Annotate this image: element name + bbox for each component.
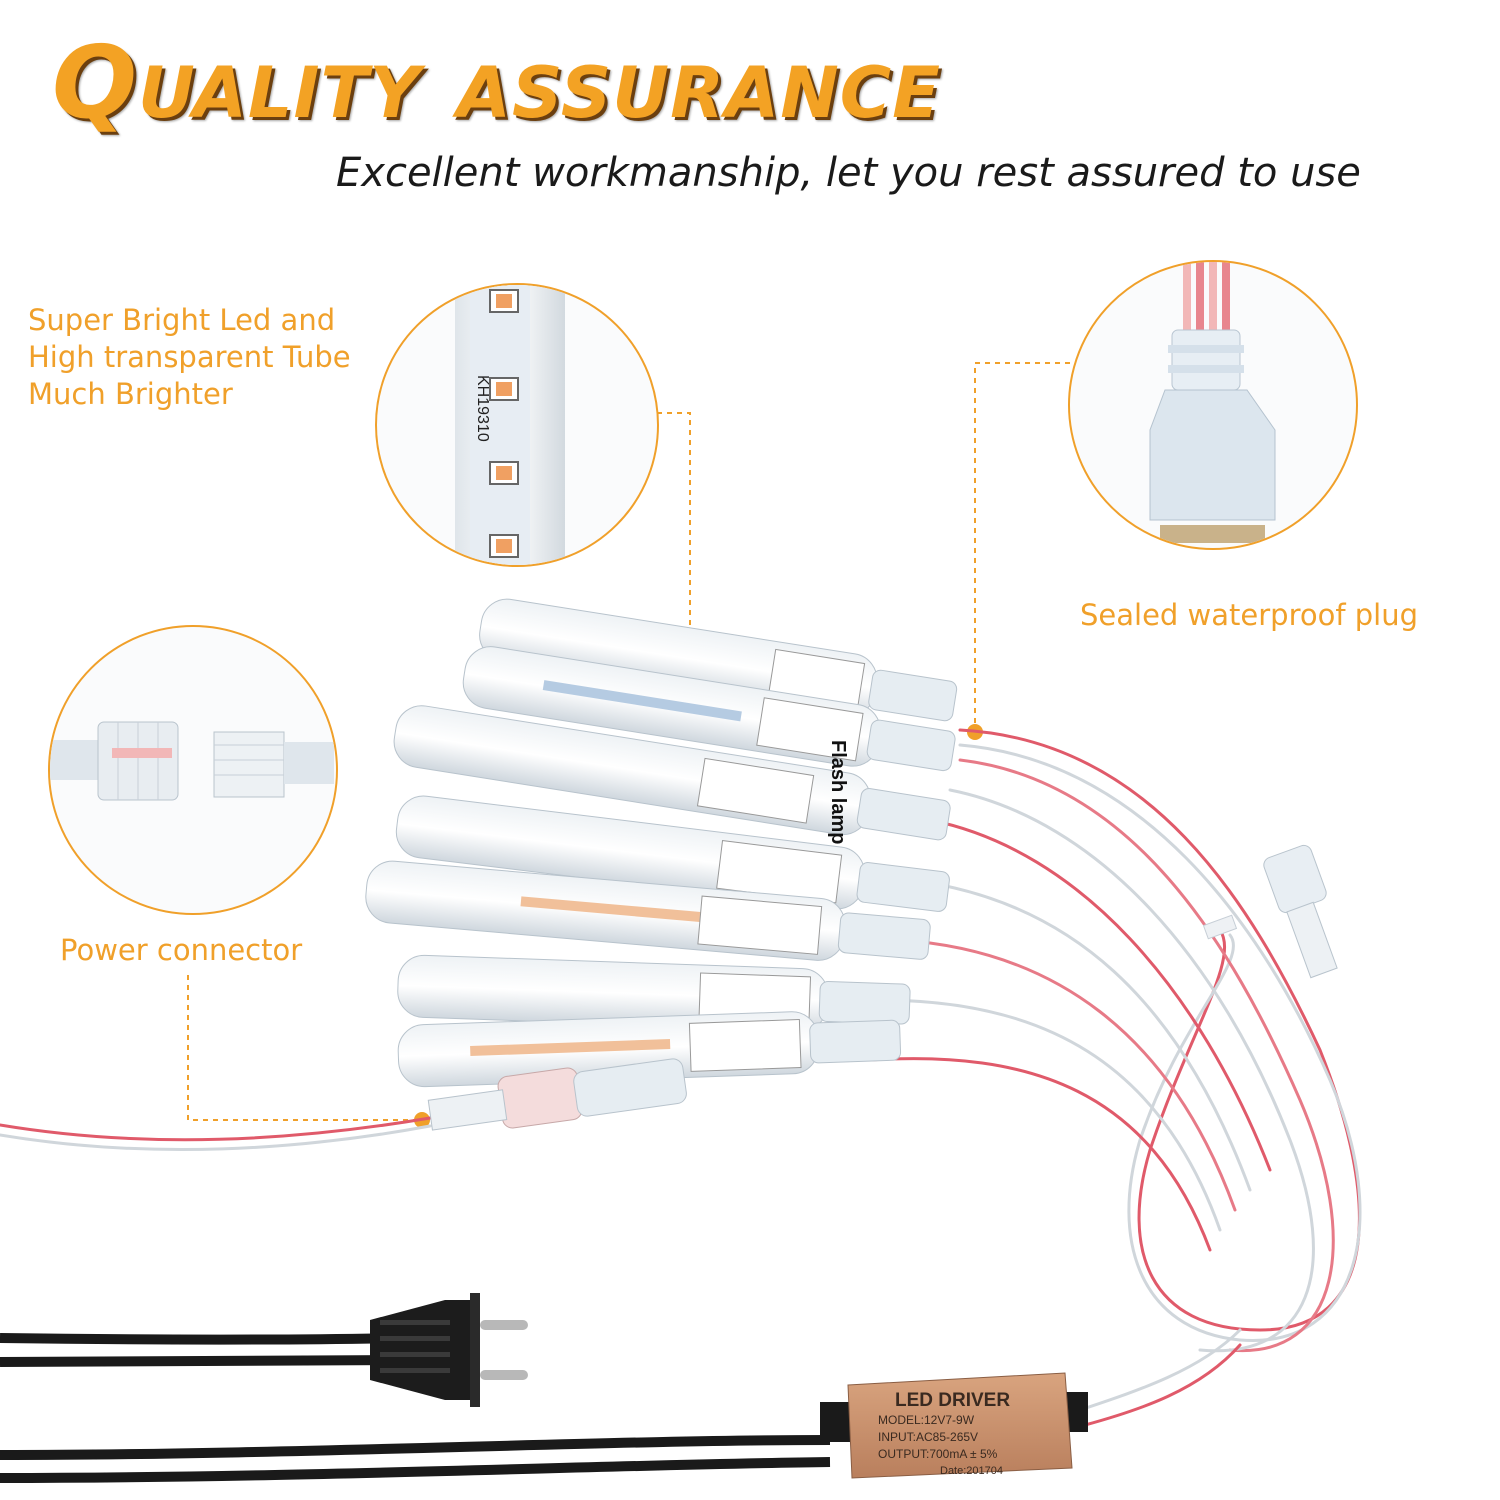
led-tubes: Flash lamp — [365, 598, 958, 1131]
plug-closeup-circle — [1068, 260, 1358, 550]
callout-led-line-1: Super Bright Led and — [28, 303, 336, 337]
driver-input: INPUT:AC85-265V — [878, 1430, 978, 1444]
waterproof-connector-icon — [1149, 329, 1276, 543]
spare-connector-icon — [1263, 844, 1338, 979]
tube-label-text: Flash lamp — [827, 740, 849, 844]
led-chip-icon — [489, 289, 519, 558]
power-connector-icon — [50, 721, 334, 801]
power-closeup-circle — [48, 625, 338, 915]
driver-date: Date:201704 — [940, 1465, 1003, 1477]
driver-model: MODEL:12V7-9W — [878, 1413, 975, 1427]
led-leader-line — [657, 412, 691, 662]
led-closeup-circle: KH19310 — [375, 283, 659, 567]
plug-leader-line — [974, 362, 1070, 730]
leader-lines — [187, 362, 1070, 1121]
callout-led-line-3: Much Brighter — [28, 377, 233, 411]
power-leader-line — [187, 975, 420, 1121]
driver-title: LED DRIVER — [895, 1390, 1010, 1411]
callout-plug-text: Sealed waterproof plug — [1080, 598, 1419, 632]
led-driver-icon: LED DRIVER MODEL:12V7-9W INPUT:AC85-265V… — [820, 1372, 1088, 1479]
callout-led-text: Super Bright Led and High transparent Tu… — [28, 302, 351, 413]
power-cord — [0, 1293, 831, 1483]
tube-code-text: KH19310 — [474, 375, 491, 442]
wire-bundle — [0, 728, 1362, 1427]
eu-plug-icon — [370, 1293, 528, 1407]
callout-power-text: Power connector — [60, 933, 303, 967]
callout-led-line-2: High transparent Tube — [28, 340, 351, 374]
driver-output: OUTPUT:700mA ± 5% — [878, 1447, 998, 1461]
page-headline: Quality assurance — [52, 24, 941, 141]
page-subline: Excellent workmanship, let you rest assu… — [336, 150, 1361, 196]
